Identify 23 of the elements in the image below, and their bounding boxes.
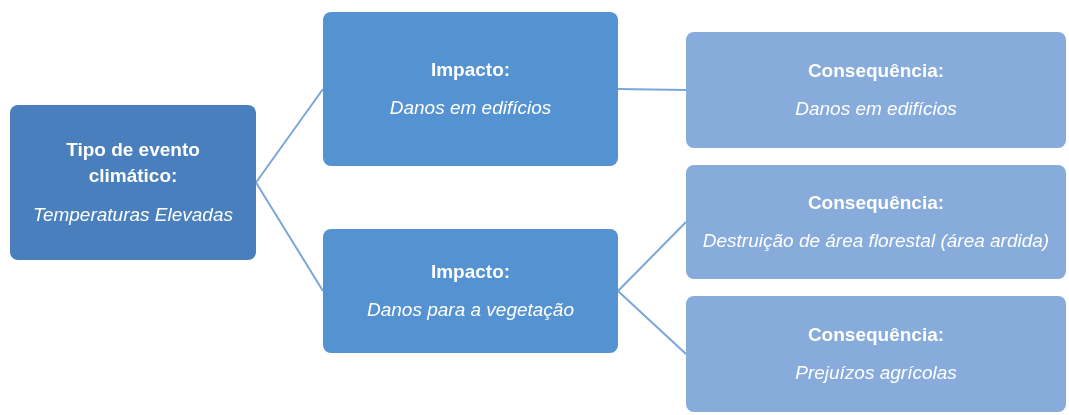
- process-box: [686, 165, 1066, 279]
- process-box: [10, 105, 256, 260]
- connector-line: [617, 290, 687, 355]
- box-text: Danos para a vegetação: [366, 298, 574, 322]
- process-box: [686, 32, 1066, 148]
- box-text: Prejuízos agrícolas: [795, 361, 957, 385]
- box-heading: Consequência:: [807, 322, 945, 347]
- box-text: Destruição de área florestal (área ardida): [702, 229, 1050, 253]
- box-text: Danos em edifícios: [795, 97, 957, 121]
- connector-line: [255, 181, 324, 292]
- process-box: [323, 229, 618, 353]
- box-heading: Consequência:: [807, 190, 945, 215]
- process-box: [686, 296, 1066, 412]
- box-heading: Tipo de evento climático:: [65, 138, 201, 189]
- connector-line: [255, 88, 324, 184]
- connector-line: [617, 88, 687, 91]
- box-text: Danos em edifícios: [389, 96, 552, 120]
- box-heading: Consequência:: [807, 58, 945, 83]
- box-text: Temperaturas Elevadas: [33, 202, 233, 227]
- process-box: [323, 12, 618, 166]
- box-heading: Impacto:: [430, 259, 511, 284]
- box-heading: Impacto:: [430, 57, 511, 82]
- connector-line: [617, 221, 687, 292]
